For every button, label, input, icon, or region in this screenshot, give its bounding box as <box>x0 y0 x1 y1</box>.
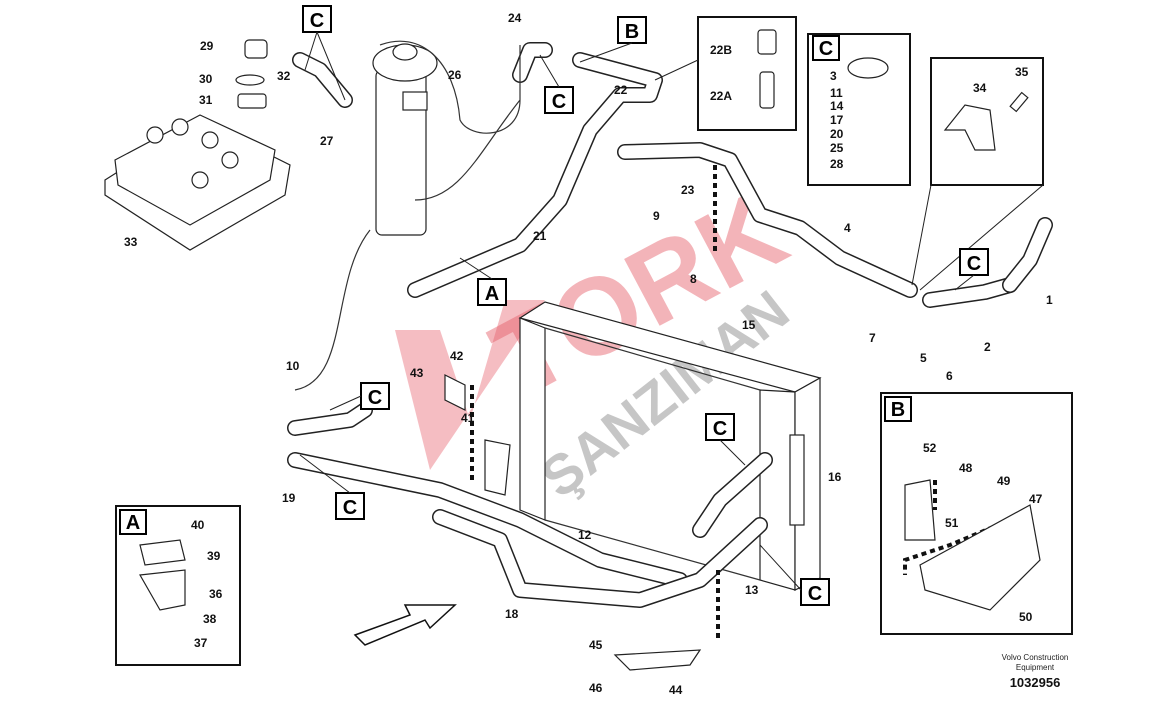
view-letter-c: C <box>302 5 332 33</box>
view-letter-c: C <box>544 86 574 114</box>
view-letter-text: A <box>126 512 140 534</box>
callout-number: 12 <box>578 528 592 542</box>
view-letter-text: C <box>368 387 382 409</box>
view-letter-c: C <box>800 578 830 606</box>
callout-number: 16 <box>828 470 842 484</box>
callout-number: 2 <box>984 340 991 354</box>
callout-number: 17 <box>830 113 844 127</box>
callout-number: 50 <box>1019 610 1033 624</box>
callout-number: 52 <box>923 441 937 455</box>
callout-number: 24 <box>508 11 522 25</box>
callout-number: 28 <box>830 157 844 171</box>
callout-number: 6 <box>946 369 953 383</box>
callout-number: 19 <box>282 491 296 505</box>
callout-number: 35 <box>1015 65 1029 79</box>
callout-number: 49 <box>997 474 1011 488</box>
footer-credit: Volvo Construction Equipment 1032956 <box>1002 653 1069 690</box>
view-letter-text: B <box>625 21 639 43</box>
callout-numbers: 29 30 31 32 27 26 24 22 22B 22A 3 11 14 … <box>124 11 1053 697</box>
callout-number: 5 <box>920 351 927 365</box>
callout-number: 10 <box>286 359 300 373</box>
callout-number: 4 <box>844 221 851 235</box>
callout-number: 47 <box>1029 492 1043 506</box>
detail-box-34 <box>930 57 1044 186</box>
view-letter-text: C <box>967 253 981 275</box>
drawing-number: 1032956 <box>1010 675 1061 690</box>
view-letter-text: B <box>891 399 905 421</box>
callout-number: 1 <box>1046 293 1053 307</box>
callout-number: 36 <box>209 587 223 601</box>
callout-number: 22 <box>614 83 628 97</box>
view-letter-b: B <box>617 16 647 44</box>
small-parts <box>139 29 1041 671</box>
callout-number: 23 <box>681 183 695 197</box>
callout-number: 48 <box>959 461 973 475</box>
callout-number: 37 <box>194 636 208 650</box>
coolant-pipes <box>287 40 1053 640</box>
callout-number: 20 <box>830 127 844 141</box>
callout-number: 11 <box>830 86 843 100</box>
callout-number: 32 <box>277 69 291 83</box>
callout-number: 22A <box>710 89 732 103</box>
callout-number: 9 <box>653 209 660 223</box>
callout-number: 41 <box>461 411 475 425</box>
callout-number: 33 <box>124 235 138 249</box>
view-letter-text: C <box>310 10 324 32</box>
callout-number: 30 <box>199 72 213 86</box>
callout-number: 43 <box>410 366 424 380</box>
view-letter-b: B <box>884 396 912 422</box>
callout-number: 25 <box>830 141 844 155</box>
callout-number: 15 <box>742 318 756 332</box>
callout-number: 21 <box>533 229 547 243</box>
radiator-frame <box>518 301 822 591</box>
svg-text:Volvo Construction: Volvo Construction <box>1002 653 1069 662</box>
callout-number: 3 <box>830 69 837 83</box>
view-letter-text: A <box>485 283 499 305</box>
direction-arrow <box>353 604 457 646</box>
view-letter-text: C <box>808 583 822 605</box>
view-letter-a: A <box>119 509 147 535</box>
callout-number: 18 <box>505 607 519 621</box>
view-letter-c: C <box>335 492 365 520</box>
view-letter-c: C <box>959 248 989 276</box>
detail-box-c <box>807 33 911 186</box>
callout-number: 38 <box>203 612 217 626</box>
view-letter-text: C <box>713 418 727 440</box>
callout-number: 14 <box>830 99 844 113</box>
view-letter-text: C <box>552 91 566 113</box>
callout-number: 44 <box>669 683 683 697</box>
expansion-tank <box>372 43 438 236</box>
view-letter-c: C <box>360 382 390 410</box>
view-letter-text: C <box>819 38 833 60</box>
view-letter-c: C <box>705 413 735 441</box>
callout-number: 45 <box>589 638 603 652</box>
callout-number: 42 <box>450 349 464 363</box>
callout-number: 31 <box>199 93 213 107</box>
view-letter-c: C <box>812 35 840 61</box>
detail-box-a <box>115 505 241 666</box>
callout-number: 46 <box>589 681 603 695</box>
svg-text:Equipment: Equipment <box>1016 663 1055 672</box>
callout-number: 39 <box>207 549 221 563</box>
callout-number: 51 <box>945 516 959 530</box>
callout-number: 7 <box>869 331 876 345</box>
view-letter-text: C <box>343 497 357 519</box>
callout-number: 8 <box>690 272 697 286</box>
callout-number: 27 <box>320 134 334 148</box>
callout-number: 40 <box>191 518 205 532</box>
callout-number: 29 <box>200 39 214 53</box>
callout-number: 34 <box>973 81 987 95</box>
callout-number: 26 <box>448 68 462 82</box>
callout-number: 13 <box>745 583 759 597</box>
detail-box-b <box>880 392 1073 635</box>
view-letter-a: A <box>477 278 507 306</box>
detail-box-22 <box>697 16 797 131</box>
callout-number: 22B <box>710 43 732 57</box>
engine-block <box>104 114 291 251</box>
